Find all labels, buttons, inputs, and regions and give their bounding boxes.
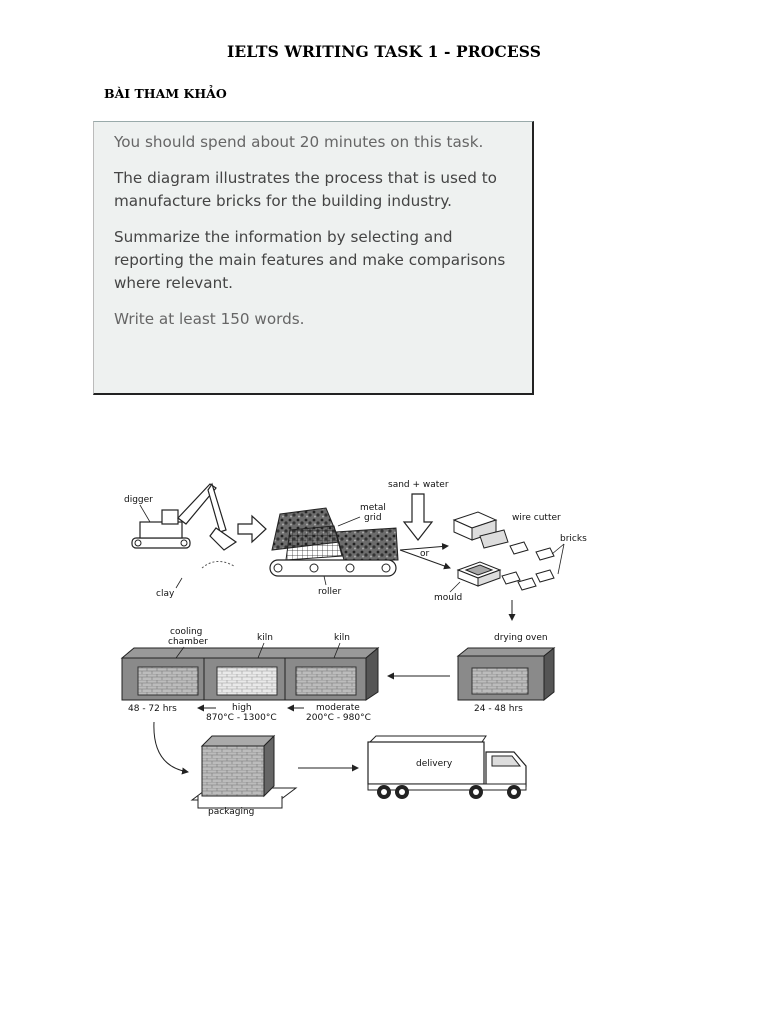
- label-cooling-time: 48 - 72 hrs: [128, 704, 177, 714]
- label-packaging: packaging: [208, 807, 254, 817]
- label-digger: digger: [124, 495, 153, 505]
- task-summary-text: Summarize the information by selecting a…: [114, 228, 506, 292]
- task-description-text: The diagram illustrates the process that…: [114, 169, 497, 210]
- mould-illustration: [456, 561, 555, 591]
- label-or: or: [420, 549, 430, 559]
- label-cooling: cooling: [170, 627, 202, 637]
- page-subtitle: BÀI THAM KHẢO: [104, 86, 227, 101]
- label-clay: clay: [156, 589, 175, 599]
- packaging-illustration: [190, 734, 298, 809]
- label-drying-time: 24 - 48 hrs: [474, 704, 523, 714]
- hollow-arrow: [237, 514, 267, 544]
- wire-cutter-illustration: [452, 511, 555, 561]
- label-moderate-temp: 200°C - 980°C: [306, 713, 371, 723]
- task-word-count-text: Write at least 150 words.: [114, 310, 305, 328]
- sand-water-arrow: [402, 493, 434, 541]
- label-kiln-moderate: kiln: [334, 633, 350, 643]
- label-bricks: bricks: [560, 534, 587, 544]
- page-title: IELTS WRITING TASK 1 - PROCESS: [227, 42, 541, 61]
- task-instructions-box: You should spend about 20 minutes on thi…: [93, 121, 534, 395]
- label-metal: metal: [360, 503, 386, 513]
- delivery-truck-illustration: [367, 735, 527, 799]
- brick-process-diagram: digger clay metal grid roller sand + wat…: [120, 480, 587, 817]
- task-time-text: You should spend about 20 minutes on thi…: [114, 133, 484, 151]
- metal-grid-conveyor: [269, 507, 399, 577]
- label-sand-water: sand + water: [388, 480, 449, 490]
- label-roller: roller: [318, 587, 342, 597]
- label-chamber: chamber: [168, 637, 208, 647]
- label-wire-cutter: wire cutter: [512, 513, 561, 523]
- drying-oven-illustration: [456, 646, 556, 702]
- label-grid: grid: [364, 513, 382, 523]
- label-moderate: moderate: [316, 703, 360, 713]
- digger-illustration: [131, 482, 238, 569]
- label-drying-oven: drying oven: [494, 633, 548, 643]
- label-kiln-high: kiln: [257, 633, 273, 643]
- kiln-block-illustration: [120, 646, 380, 701]
- label-high-temp: 870°C - 1300°C: [206, 713, 277, 723]
- label-delivery: delivery: [416, 759, 453, 769]
- label-high: high: [232, 703, 252, 713]
- label-mould: mould: [434, 593, 462, 603]
